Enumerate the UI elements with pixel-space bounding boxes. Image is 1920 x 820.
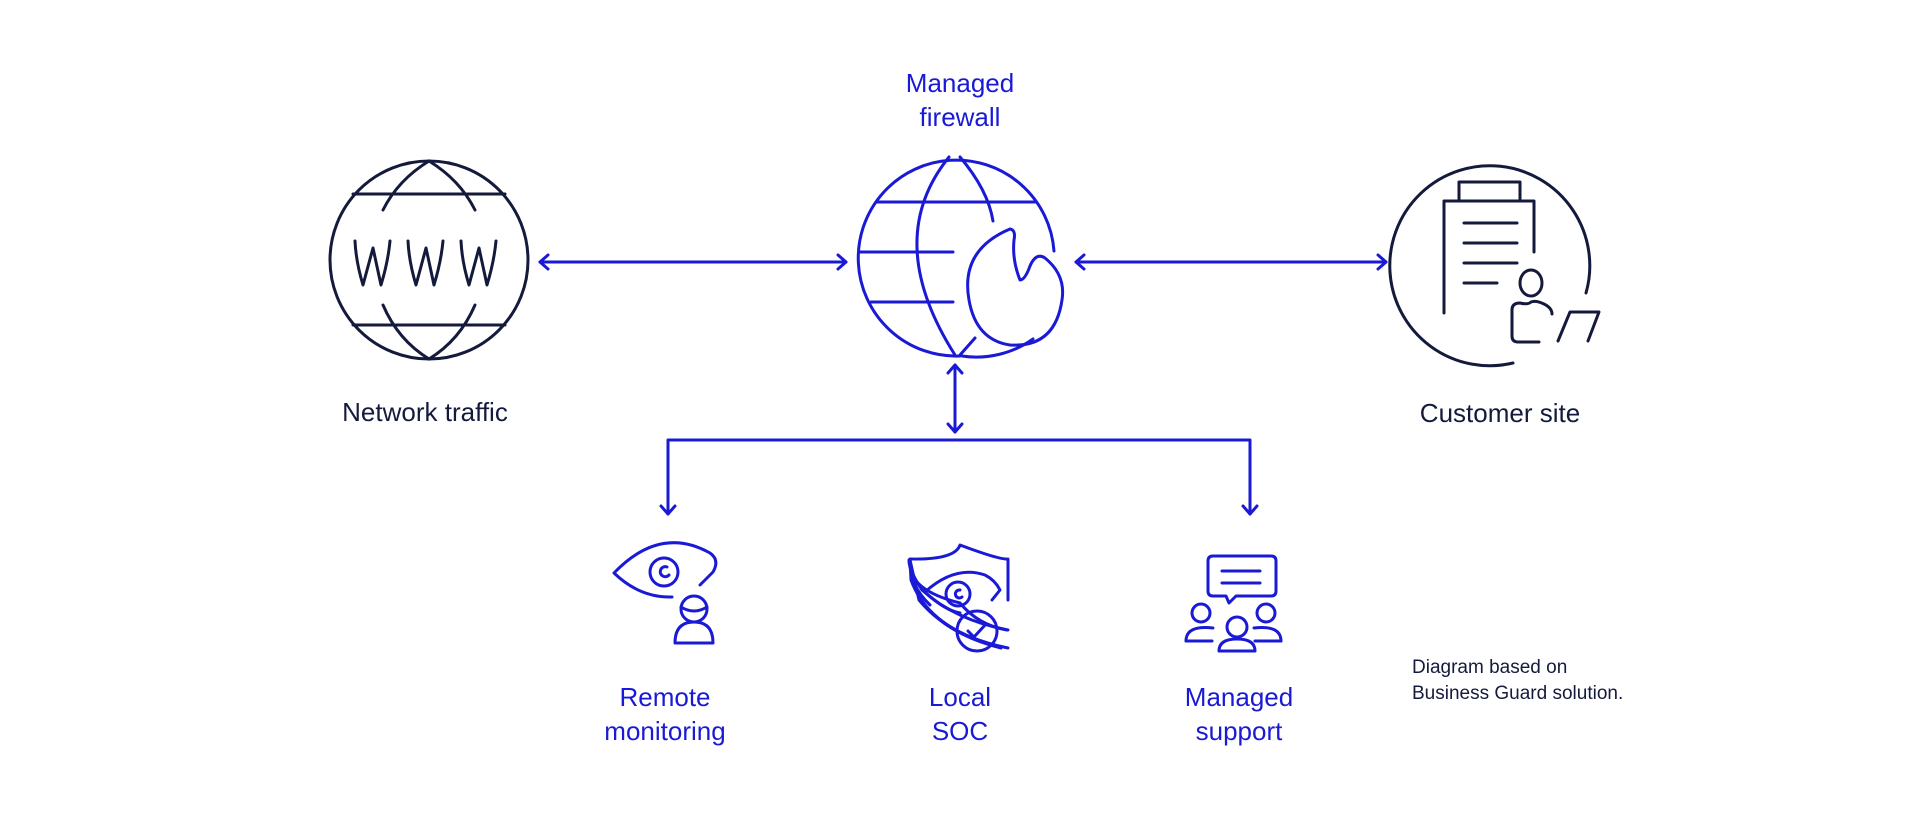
- globe-flame-icon: [856, 155, 1065, 359]
- remote-monitoring-line2: monitoring: [604, 716, 726, 746]
- branch-connector: [659, 438, 1259, 516]
- local-soc-label: Local SOC: [860, 680, 1060, 748]
- www-globe-icon: [328, 159, 530, 361]
- arrow-network-firewall: [538, 253, 848, 271]
- managed-support-line2: support: [1195, 716, 1283, 746]
- arrow-firewall-branch: [946, 363, 964, 434]
- check-circle-icon: [955, 609, 999, 653]
- customer-site-label: Customer site: [1380, 396, 1620, 430]
- managed-support-label: Managed support: [1139, 680, 1339, 748]
- local-soc-line1: Local: [928, 682, 992, 712]
- managed-firewall-line1: Managed: [905, 68, 1015, 98]
- customer-site-text: Customer site: [1419, 398, 1581, 428]
- remote-monitoring-label: Remote monitoring: [565, 680, 765, 748]
- managed-firewall-label: Managed firewall: [840, 66, 1080, 134]
- managed-firewall-line2: firewall: [919, 102, 1001, 132]
- footnote: Diagram based on Business Guard solution…: [1412, 655, 1623, 707]
- soc-eye-icon: [923, 570, 1002, 615]
- network-traffic-label: Network traffic: [305, 395, 545, 429]
- eye-person-icon: [612, 541, 718, 645]
- footnote-line1: Diagram based on: [1412, 657, 1568, 678]
- chat-group-icon: [1184, 554, 1283, 653]
- network-traffic-text: Network traffic: [342, 397, 508, 427]
- shield-icon: [908, 543, 1010, 650]
- managed-support-line1: Managed: [1184, 682, 1294, 712]
- remote-monitoring-line1: Remote: [619, 682, 711, 712]
- local-soc-line2: SOC: [931, 716, 989, 746]
- office-person-laptop-icon: [1388, 164, 1601, 368]
- footnote-line2: Business Guard solution.: [1412, 683, 1624, 704]
- arrow-firewall-customer: [1074, 253, 1388, 271]
